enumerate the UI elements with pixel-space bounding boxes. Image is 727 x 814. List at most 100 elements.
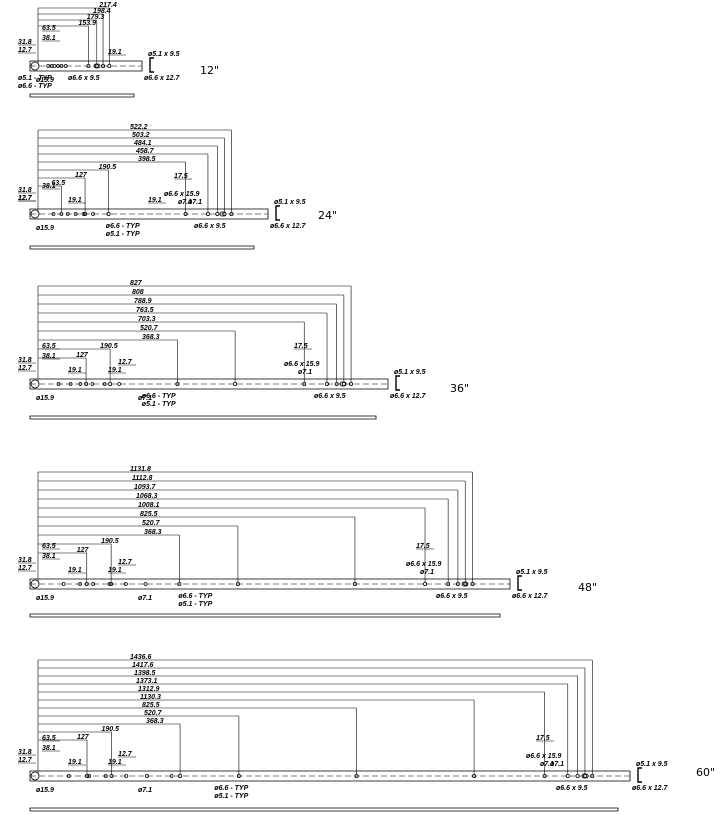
dimension-label: 31.8 [18, 187, 32, 194]
mounting-hole [216, 212, 219, 215]
hole-callout: ø7.1 [138, 395, 152, 402]
dimension-label: 17.5 [416, 543, 430, 550]
drawing-d36 [18, 286, 400, 419]
dimension-label: 190.5 [99, 164, 117, 171]
hole-callout: ø7.1 [138, 787, 152, 794]
dimension-label: 458.7 [135, 148, 155, 155]
end-bracket [518, 576, 522, 590]
dimension-label: 63.5 [52, 180, 66, 187]
mounting-hole [236, 582, 239, 585]
dimension-label: 198.4 [93, 8, 111, 15]
hole-callout: ø6.6 x 9.5 [194, 223, 226, 230]
mounting-hole [79, 383, 82, 386]
dimension-label: 190.5 [100, 343, 118, 350]
slot-hole [340, 382, 346, 386]
hole-callout: ø5.1 - TYP [214, 793, 248, 800]
front-hole [31, 580, 39, 588]
slide-size-label: 60" [696, 766, 715, 779]
mounting-hole [53, 65, 56, 68]
dimension-label: 19.1 [108, 567, 122, 574]
dimension-label: 19.1 [108, 49, 122, 56]
dimension-label: 827 [130, 280, 143, 287]
dimension-label: 788.9 [134, 298, 152, 305]
mounting-hole [52, 213, 55, 216]
dimension-label: 38.1 [42, 183, 56, 190]
dimension-label: 825.5 [140, 511, 158, 518]
dimension-label: 31.8 [18, 557, 32, 564]
dimension-label: 127 [75, 172, 88, 179]
hole-callout: ø7.1 [178, 199, 192, 206]
mounting-hole [566, 774, 569, 777]
dimension-label: 808 [132, 289, 144, 296]
dimension-label: 368.3 [144, 529, 162, 536]
side-view-strip [30, 808, 618, 811]
dimension-label: 1130.3 [140, 694, 161, 701]
mounting-hole [125, 775, 128, 778]
mounting-hole [178, 582, 181, 585]
side-view-strip [30, 246, 254, 249]
dimension-label: 63.5 [42, 735, 56, 742]
mounting-hole [170, 775, 173, 778]
dimension-label: 153.9 [78, 20, 96, 27]
dimension-label: 368.3 [142, 334, 160, 341]
slot-hole [94, 64, 100, 68]
hole-callout: ø7.1 [550, 761, 564, 768]
mounting-hole [107, 212, 110, 215]
mounting-hole [69, 383, 72, 386]
mounting-hole [62, 583, 65, 586]
mounting-hole [353, 582, 356, 585]
dimension-label: 503.2 [132, 132, 150, 139]
mounting-hole [88, 775, 91, 778]
dimension-label: 1068.3 [136, 493, 158, 500]
mounting-hole [84, 382, 87, 385]
mounting-hole [87, 64, 90, 67]
mounting-hole [124, 583, 127, 586]
mounting-hole [230, 212, 233, 215]
hole-callout: ø6.6 x 9.5 [436, 593, 468, 600]
mounting-hole [118, 383, 121, 386]
hole-callout: ø6.6 x 12.7 [512, 593, 549, 600]
slot-hole [582, 774, 588, 778]
dimension-label: 38.1 [42, 553, 56, 560]
hole-callout: ø15.9 [36, 595, 54, 602]
dimension-label: 38.1 [42, 35, 56, 42]
dimension-label: 1373.1 [136, 678, 158, 685]
hole-callout: ø6.6 x 15.9 [406, 561, 442, 568]
hole-callout: ø5.1 x 9.5 [516, 569, 548, 576]
mounting-hole [57, 383, 60, 386]
dimension-label: 179.3 [87, 14, 105, 21]
hole-callout: ø6.6 x 12.7 [390, 393, 427, 400]
end-bracket [150, 58, 154, 72]
mounting-hole [591, 774, 594, 777]
dimension-label: 127 [76, 352, 89, 359]
mounting-hole [206, 212, 209, 215]
mounting-hole [108, 583, 111, 586]
hole-callout: ø6.6 x 15.9 [164, 191, 200, 198]
mounting-hole [144, 583, 147, 586]
hole-callout: ø5.1 - TYP [142, 401, 176, 408]
mounting-hole [74, 213, 77, 216]
dimension-label: 1398.5 [134, 670, 156, 677]
slide-size-label: 24" [318, 209, 337, 222]
slide-size-label: 12" [200, 64, 219, 77]
mounting-hole [473, 774, 476, 777]
hole-callout: ø6.6 x 9.5 [68, 75, 100, 82]
mounting-hole [92, 583, 95, 586]
front-hole [31, 62, 39, 70]
hole-callout: ø6.6 x 12.7 [632, 785, 669, 792]
drawing-d12 [18, 8, 154, 97]
mounting-hole [335, 382, 338, 385]
dimension-label: 12.7 [18, 365, 33, 372]
side-view-strip [30, 614, 500, 617]
mounting-hole [67, 775, 70, 778]
mounting-hole [471, 582, 474, 585]
dimension-label: 19.1 [148, 197, 162, 204]
dimension-label: 12.7 [18, 757, 33, 764]
slide-size-label: 36" [450, 382, 469, 395]
mounting-hole [184, 212, 187, 215]
drawing-d24 [18, 130, 280, 249]
dimension-label: 12.7 [18, 195, 33, 202]
drawing-d60 [18, 660, 642, 811]
dimension-label: 522.2 [130, 124, 148, 131]
dimension-label: 63.5 [42, 25, 56, 32]
